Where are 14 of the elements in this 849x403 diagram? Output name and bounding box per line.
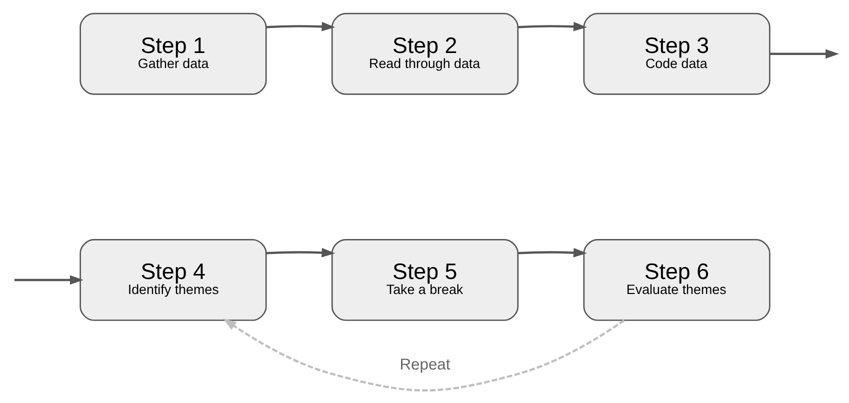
node-box: Step 5 Take a break	[330, 238, 518, 320]
arrow	[266, 247, 335, 257]
arrow	[266, 21, 335, 31]
edge-label: Repeat	[399, 356, 450, 374]
node-box: Step 6 Evaluate themes	[582, 238, 770, 320]
arrow	[517, 21, 586, 31]
node-box: Step 4 Identify themes	[79, 238, 266, 320]
node-box: Step 3 Code data	[582, 12, 770, 94]
arrow	[222, 318, 624, 391]
node-box: Step 1 Gather data	[79, 12, 266, 94]
arrow	[517, 247, 586, 257]
arrow	[14, 274, 83, 284]
node-box: Step 2 Read through data	[330, 12, 518, 94]
arrow	[769, 48, 839, 58]
